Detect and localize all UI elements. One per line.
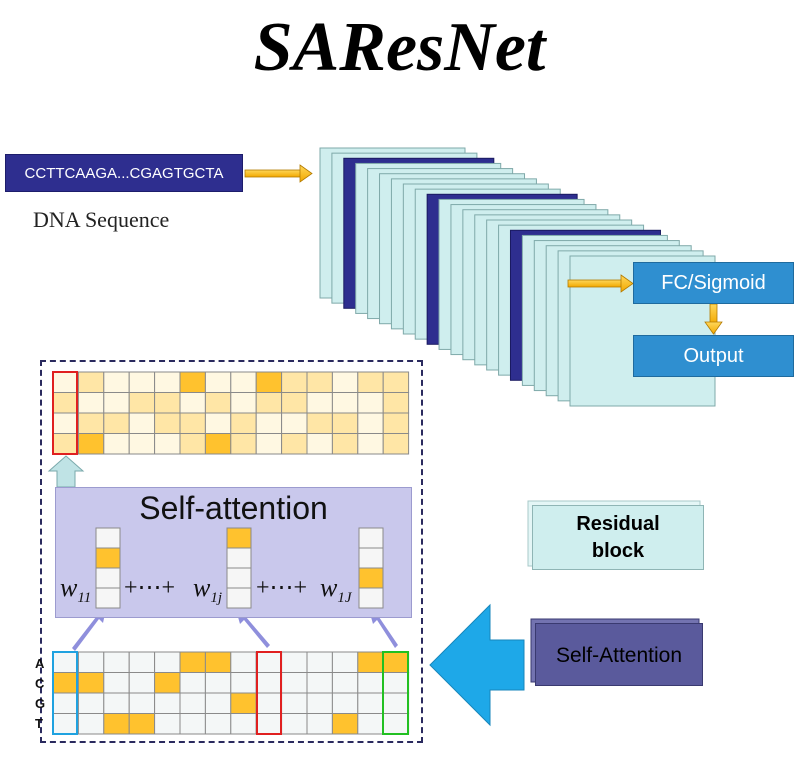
- attention-vector-cell: [226, 587, 252, 609]
- output-box: Output: [633, 335, 794, 377]
- residual-legend-line1: Residual: [576, 513, 660, 535]
- attention-vector-cell: [358, 527, 384, 549]
- arrow-fc-to-output: [704, 303, 723, 335]
- plus-dots-1: +⋯+: [124, 575, 176, 601]
- diagram-title: SAResNet: [253, 9, 546, 86]
- nucleotide-label-a: A: [35, 656, 45, 671]
- nucleotide-label-c: C: [35, 676, 45, 691]
- input-one-hot-matrix: [52, 651, 410, 735]
- upward-arrow: [47, 455, 85, 488]
- fc-sigmoid-box: FC/Sigmoid: [633, 262, 794, 304]
- attention-vector-cell: [226, 527, 252, 549]
- self-attention-detail-frame: [40, 360, 423, 743]
- attention-vector-cell: [95, 547, 121, 569]
- attention-vector-cell: [226, 547, 252, 569]
- dna-sequence-box: CCTTCAAGA...CGAGTGCTA: [5, 154, 243, 192]
- nucleotide-label-t: T: [35, 716, 43, 731]
- arrow-network-to-fc: [567, 274, 634, 293]
- weight-w1J: w1J: [320, 573, 352, 607]
- dna-sequence-label: DNA Sequence: [33, 207, 170, 232]
- self-attention-legend: Self-Attention: [535, 623, 703, 686]
- big-left-arrow: [429, 603, 525, 727]
- attention-vector-cell: [226, 567, 252, 589]
- attention-vector-cell: [95, 567, 121, 589]
- plus-dots-2: +⋯+: [256, 575, 308, 601]
- attention-vector-cell: [358, 567, 384, 589]
- attention-vector-cell: [358, 587, 384, 609]
- attention-output-matrix: [52, 371, 410, 455]
- attention-input-arrows: [72, 609, 398, 651]
- nucleotide-label-g: G: [35, 696, 46, 711]
- residual-legend-line2: block: [591, 540, 645, 562]
- weight-w11: w11: [60, 573, 92, 607]
- output-column-highlight: [52, 371, 78, 455]
- attention-vector-cell: [95, 587, 121, 609]
- matrix-cell: [382, 433, 410, 455]
- weight-w1j: w1j: [193, 573, 223, 607]
- attention-vector-cell: [95, 527, 121, 549]
- attention-vector-cell: [358, 547, 384, 569]
- input-column-highlight-last: [382, 651, 409, 735]
- self-attention-title: Self-attention: [139, 490, 328, 526]
- input-column-highlight-j: [256, 651, 282, 735]
- residual-block-legend: Residual block: [532, 505, 704, 570]
- input-column-highlight-first: [52, 651, 78, 735]
- arrow-input-to-network: [244, 164, 313, 183]
